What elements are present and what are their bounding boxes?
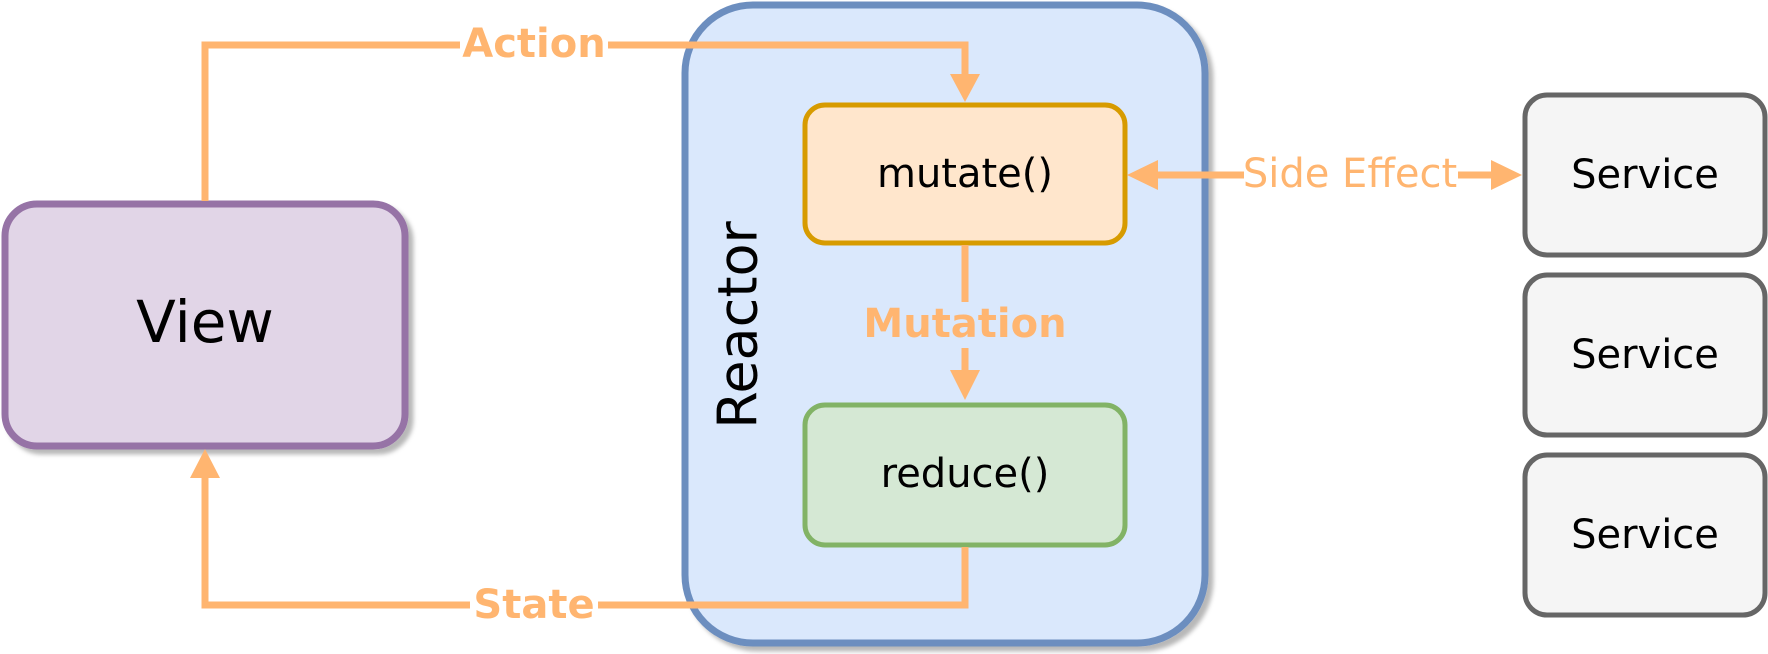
mutate-node[interactable]: mutate() bbox=[802, 102, 1128, 246]
mutate-label: mutate() bbox=[877, 151, 1053, 197]
action-label: Action bbox=[462, 21, 605, 67]
view-node[interactable]: View bbox=[1, 200, 409, 450]
side-effect-arrowhead-right bbox=[1491, 160, 1522, 190]
state-edge: State bbox=[190, 449, 969, 628]
action-arrowhead bbox=[950, 74, 980, 102]
reactor-label: Reactor bbox=[707, 220, 770, 428]
service-label-1: Service bbox=[1571, 152, 1719, 198]
service-label-3: Service bbox=[1571, 512, 1719, 558]
view-label: View bbox=[136, 288, 274, 356]
service-node-2[interactable]: Service bbox=[1522, 272, 1768, 438]
service-node-3[interactable]: Service bbox=[1522, 452, 1768, 618]
service-label-2: Service bbox=[1571, 332, 1719, 378]
service-node-1[interactable]: Service bbox=[1522, 92, 1768, 258]
mutation-edge: Mutation bbox=[862, 245, 1068, 400]
action-edge: Action bbox=[201, 21, 980, 201]
reduce-label: reduce() bbox=[881, 451, 1050, 497]
mutation-label: Mutation bbox=[863, 301, 1066, 347]
reduce-node[interactable]: reduce() bbox=[802, 402, 1128, 548]
side-effect-edge: Side Effect bbox=[1127, 151, 1522, 198]
state-label: State bbox=[473, 582, 594, 628]
state-arrowhead bbox=[190, 449, 220, 478]
mutation-arrowhead bbox=[950, 370, 980, 400]
side-effect-label: Side Effect bbox=[1243, 151, 1457, 197]
side-effect-arrowhead-left bbox=[1127, 160, 1158, 190]
